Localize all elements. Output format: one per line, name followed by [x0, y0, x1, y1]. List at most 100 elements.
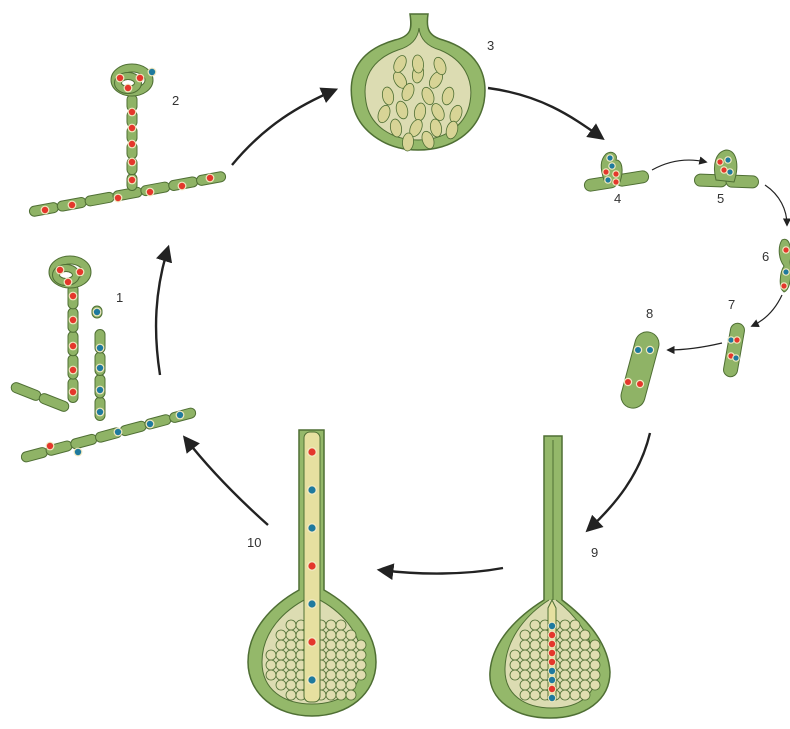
ascus-cell — [286, 630, 296, 640]
ascus-cell — [286, 620, 296, 630]
stage-3-ascocarp — [351, 14, 485, 151]
nucleus-icon — [607, 155, 612, 160]
nucleus-icon — [613, 171, 618, 176]
ascus-cell — [590, 660, 600, 670]
nucleus-icon — [609, 163, 614, 168]
nucleus-icon — [177, 412, 183, 418]
ascus-cell — [560, 660, 570, 670]
nucleus-icon — [115, 195, 121, 201]
ascus-cell — [346, 640, 356, 650]
ascus-cell — [326, 680, 336, 690]
hypha-cell — [38, 392, 71, 413]
nucleus-icon — [129, 159, 135, 165]
nucleus-icon — [549, 686, 555, 692]
nucleus-icon — [129, 125, 135, 131]
ascus-cell — [356, 650, 366, 660]
ascus-cell — [336, 680, 346, 690]
nucleus-icon — [70, 293, 76, 299]
ascus-cell — [266, 670, 276, 680]
stage-label-7: 7 — [728, 297, 735, 312]
ascus-cell — [530, 670, 540, 680]
ascus-cell — [326, 650, 336, 660]
nucleus-icon — [728, 337, 733, 342]
nucleus-icon — [549, 650, 555, 656]
nucleus-icon — [637, 381, 643, 387]
nucleus-icon — [717, 159, 722, 164]
ascus-cell — [520, 680, 530, 690]
ascus-cell — [510, 650, 520, 660]
hypha-cell — [618, 329, 661, 411]
stage-10-perithecium — [248, 430, 376, 716]
ascus-cell — [560, 670, 570, 680]
ascus-cell — [530, 660, 540, 670]
nucleus-icon — [308, 562, 315, 569]
nucleus-icon — [125, 85, 131, 91]
ascus-cell — [530, 640, 540, 650]
hypha-cell — [140, 181, 171, 196]
curved-arrow-icon — [652, 160, 706, 170]
ascus-cell — [590, 640, 600, 650]
ascus-cell — [326, 630, 336, 640]
nucleus-icon — [70, 343, 76, 349]
nucleus-icon — [781, 283, 786, 288]
ascus-cell — [326, 620, 336, 630]
nucleus-icon — [734, 337, 739, 342]
nucleus-icon — [635, 347, 641, 353]
ascus-cell — [530, 650, 540, 660]
ascus-cell — [266, 650, 276, 660]
ascus-cell — [346, 670, 356, 680]
ascus-cell — [336, 640, 346, 650]
ascus-cell — [560, 640, 570, 650]
stage-label-3: 3 — [487, 38, 494, 53]
nucleus-icon — [97, 409, 103, 415]
ascus-cell — [286, 690, 296, 700]
stage-label-9: 9 — [591, 545, 598, 560]
ascus-cell — [520, 650, 530, 660]
nucleus-icon — [721, 167, 726, 172]
stage-9-perithecium — [490, 436, 610, 718]
ascus-cell — [346, 650, 356, 660]
ascus-cell — [530, 690, 540, 700]
ascus-cell — [560, 650, 570, 660]
ascus-cell — [356, 660, 366, 670]
ascus-cell — [520, 630, 530, 640]
ascus-nuclei — [548, 622, 556, 702]
ascus-cell — [346, 630, 356, 640]
ascus-cell — [336, 620, 346, 630]
nucleus-icon — [94, 309, 100, 315]
nucleus-icon — [549, 695, 555, 701]
curved-arrow-icon — [380, 568, 503, 574]
nucleus-icon — [308, 638, 315, 645]
ascus-cell — [560, 630, 570, 640]
nucleus-icon — [147, 421, 153, 427]
ascus-cell — [326, 660, 336, 670]
curved-arrow-icon — [232, 90, 335, 165]
nucleus-icon — [129, 109, 135, 115]
ascus-cell — [336, 650, 346, 660]
ascus-cell — [590, 670, 600, 680]
nucleus-icon — [57, 267, 63, 273]
ascus-cell — [336, 660, 346, 670]
stage-label-1: 1 — [116, 290, 123, 305]
ascus-cell — [570, 620, 580, 630]
curved-arrow-icon — [752, 295, 782, 326]
ascus-cell — [570, 690, 580, 700]
ascus-cell — [570, 630, 580, 640]
nucleus-icon — [549, 641, 555, 647]
crozier — [714, 150, 736, 182]
nucleus-icon — [75, 449, 81, 455]
nucleus-icon — [725, 157, 730, 162]
nucleus-icon — [733, 355, 738, 360]
ascus-cell — [580, 630, 590, 640]
ascus-cell — [570, 680, 580, 690]
nucleus-icon — [129, 177, 135, 183]
ascus-cell — [356, 640, 366, 650]
nucleus-icon — [117, 75, 123, 81]
ascus-cell — [560, 620, 570, 630]
ascus-cell — [286, 680, 296, 690]
stage-label-4: 4 — [614, 191, 621, 206]
stage-label-2: 2 — [172, 93, 179, 108]
ascus-cell — [560, 690, 570, 700]
ascus-cell — [590, 680, 600, 690]
hypha-cell — [84, 192, 115, 207]
